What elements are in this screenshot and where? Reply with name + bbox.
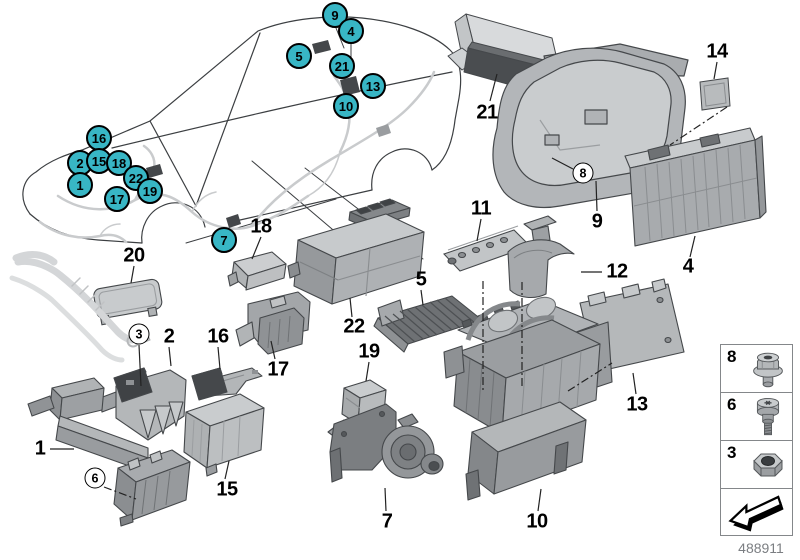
part-5-drawing — [373, 295, 483, 353]
legend-item-3: 3 — [721, 441, 792, 489]
part-label-4: 4 — [682, 255, 694, 278]
part-label-2: 2 — [163, 325, 175, 348]
torx-screw-icon — [756, 397, 780, 435]
hotspot-17[interactable]: 17 — [104, 186, 130, 212]
callout-circle-8[interactable]: 8 — [572, 162, 594, 184]
part-label-9: 9 — [591, 210, 603, 233]
hotspot-16[interactable]: 16 — [86, 125, 112, 151]
hotspot-4[interactable]: 4 — [338, 18, 364, 44]
legend-item-arrow — [721, 489, 792, 534]
part-label-14: 14 — [706, 40, 728, 63]
part-label-1: 1 — [34, 437, 46, 460]
hotspot-5[interactable]: 5 — [286, 43, 312, 69]
part-16-drawing — [191, 367, 263, 401]
part-7-drawing — [327, 403, 444, 483]
hotspot-19[interactable]: 19 — [137, 178, 163, 204]
part-label-16: 16 — [207, 325, 229, 348]
flange-screw-icon — [753, 352, 783, 387]
callout-circle-3[interactable]: 3 — [128, 323, 150, 345]
hotspot-10[interactable]: 10 — [333, 93, 359, 119]
part-label-20: 20 — [123, 244, 145, 267]
part-2-drawing — [99, 367, 187, 441]
drawing-number: 488911 — [738, 540, 784, 556]
part-label-10: 10 — [526, 510, 548, 533]
part-18-drawing — [227, 251, 287, 291]
legend-label-3: 3 — [727, 443, 737, 462]
part-label-12: 12 — [606, 260, 628, 283]
hotspot-13[interactable]: 13 — [360, 73, 386, 99]
fastener-legend: 8 6 — [720, 344, 793, 536]
part-label-7: 7 — [381, 510, 393, 533]
part-10-drawing — [443, 296, 613, 501]
part-22-drawing — [287, 198, 425, 305]
part-label-19: 19 — [358, 340, 380, 363]
part-label-17: 17 — [267, 358, 289, 381]
legend-item-6: 6 — [721, 393, 792, 441]
direction-arrow-icon — [727, 494, 784, 531]
hotspot-21[interactable]: 21 — [329, 53, 355, 79]
part-15-drawing — [183, 393, 265, 477]
part-label-5: 5 — [415, 268, 427, 291]
legend-item-8: 8 — [721, 345, 792, 393]
hotspot-1[interactable]: 1 — [67, 172, 93, 198]
part-14-drawing — [699, 77, 731, 111]
part-label-15: 15 — [216, 478, 238, 501]
part-label-18: 18 — [250, 215, 272, 238]
part-label-22: 22 — [343, 315, 365, 338]
dash-dot-lines — [103, 106, 728, 500]
part-label-13: 13 — [626, 393, 648, 416]
part-4-drawing — [624, 127, 767, 247]
part-17-drawing — [235, 291, 311, 355]
leader-lines — [50, 61, 718, 512]
hotspot-7[interactable]: 7 — [211, 227, 237, 253]
callout-circle-6[interactable]: 6 — [84, 467, 106, 489]
part-12-drawing — [507, 215, 575, 299]
part-label-11: 11 — [470, 197, 492, 220]
part-label-21: 21 — [476, 101, 498, 124]
legend-label-6: 6 — [727, 395, 737, 414]
legend-label-8: 8 — [727, 347, 737, 366]
part-1-drawing — [27, 377, 191, 527]
hex-nut-icon — [753, 453, 783, 476]
